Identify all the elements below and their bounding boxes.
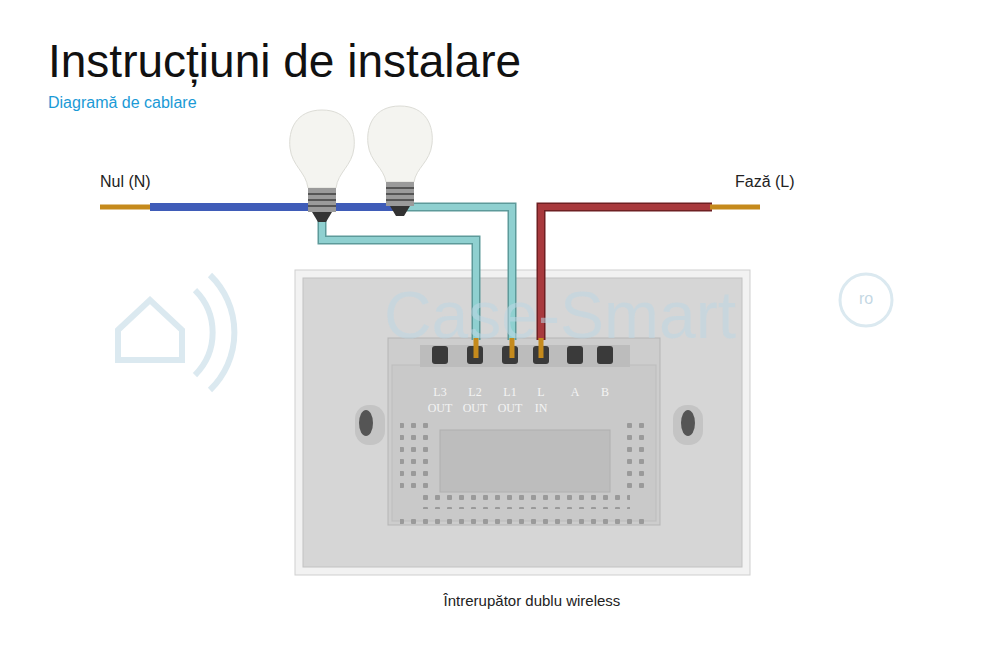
neutral-wire	[100, 207, 395, 208]
light-bulb	[290, 110, 355, 222]
terminal-label: L3	[433, 386, 446, 398]
switch-plate	[295, 270, 750, 575]
terminal-label: OUT	[463, 402, 488, 414]
wire-label: Nul (N)	[100, 174, 151, 190]
terminal-label: OUT	[498, 402, 523, 414]
terminal-label: L2	[468, 386, 481, 398]
page-title: Instrucțiuni de instalare	[48, 38, 521, 84]
terminal-label: L1	[503, 386, 516, 398]
terminal-label: A	[571, 386, 580, 398]
wire-label: Fază (L)	[735, 174, 795, 190]
light-bulb	[368, 106, 433, 216]
watermark: ro	[859, 291, 873, 307]
caption: Întrerupător dublu wireless	[444, 593, 621, 608]
subtitle: Diagramă de cablare	[48, 95, 197, 111]
terminal-label: L	[537, 386, 544, 398]
terminal-label: B	[601, 386, 609, 398]
terminal-label: IN	[535, 402, 548, 414]
watermark: Case-Smart	[384, 282, 736, 348]
terminal-label: OUT	[428, 402, 453, 414]
terminal-screws	[432, 346, 613, 364]
